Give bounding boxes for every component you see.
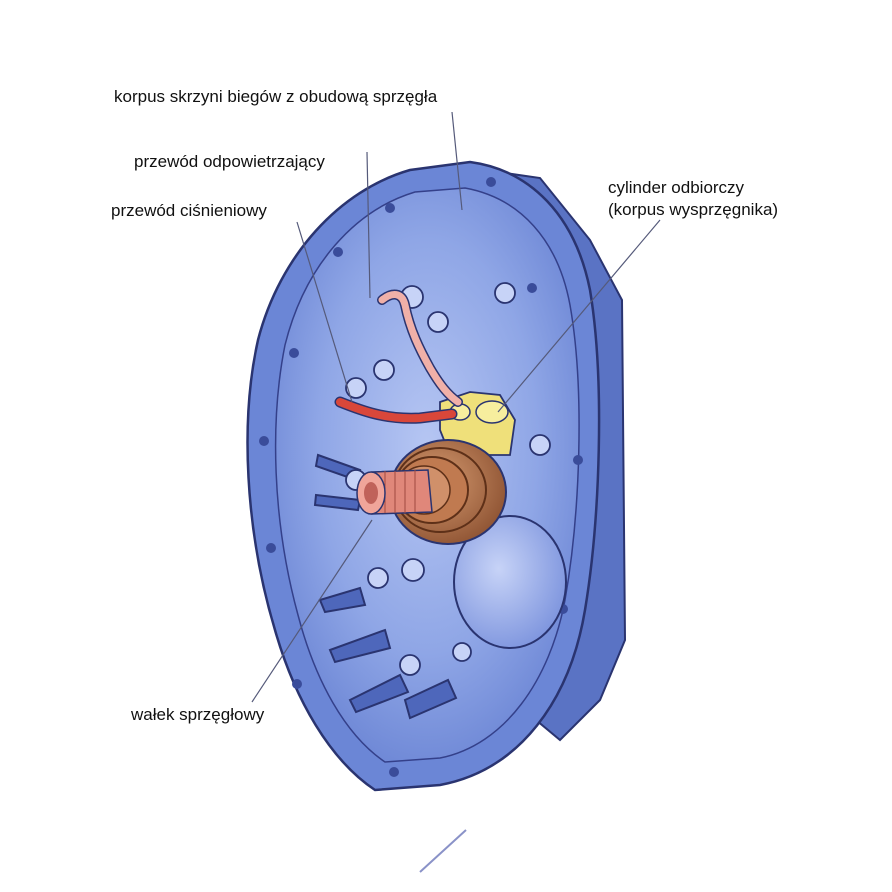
- label-slave-cylinder: cylinder odbiorczy (korpus wysprzęgnika): [608, 177, 778, 221]
- clutch-shaft: [356, 469, 433, 515]
- label-pressure-line: przewód ciśnieniowy: [111, 201, 267, 220]
- flange-holes: [259, 177, 583, 777]
- bleed-hose-fill: [378, 291, 462, 406]
- label-bleed-line: przewód odpowietrzający: [134, 152, 325, 171]
- leader-lines: [251, 111, 661, 873]
- leader-line-bleed: [366, 151, 371, 299]
- leader-line-shaft: [251, 519, 373, 703]
- leader-line-pressure: [296, 221, 353, 403]
- label-clutch-shaft: wałek sprzęgłowy: [131, 705, 265, 724]
- label-slave-cylinder-line2: (korpus wysprzęgnika): [608, 200, 779, 219]
- housing-cover-plug: [453, 515, 567, 649]
- label-slave-cylinder-line1: cylinder odbiorczy: [608, 178, 745, 197]
- stray-mark: [419, 829, 467, 873]
- leader-line-housing: [451, 111, 463, 211]
- label-gearbox-housing: korpus skrzyni biegów z obudową sprzęgła: [114, 87, 438, 106]
- leader-line-slave-cylinder: [497, 219, 661, 413]
- housing-ribs: [313, 453, 458, 720]
- pressure-hose-fill: [336, 398, 456, 423]
